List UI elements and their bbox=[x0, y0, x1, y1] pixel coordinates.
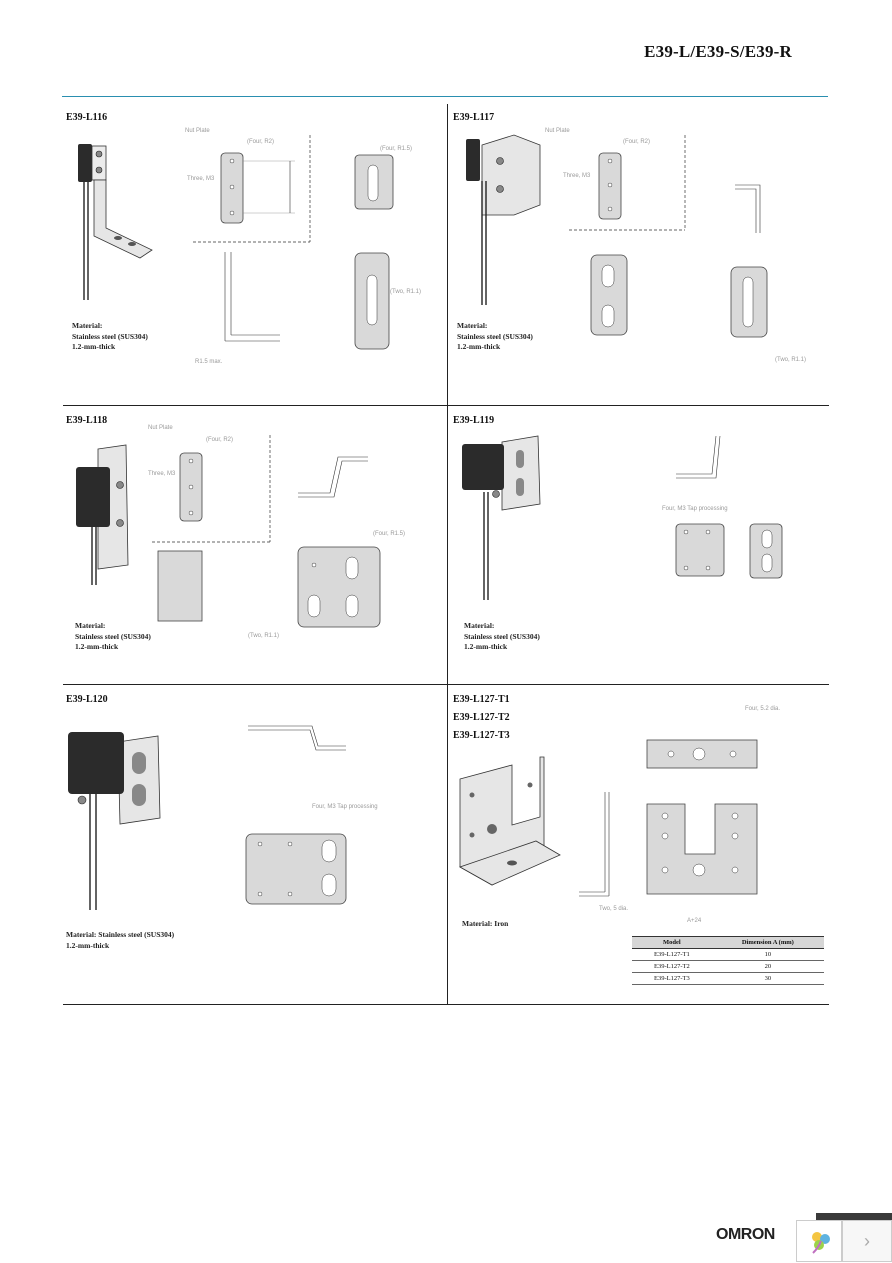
svg-text:(Four, R2): (Four, R2) bbox=[247, 139, 274, 145]
svg-text:Nut Plate: Nut Plate bbox=[185, 128, 210, 134]
svg-text:Four, M3 Tap processing: Four, M3 Tap processing bbox=[662, 506, 728, 512]
grid-divider-bottom bbox=[63, 1004, 829, 1005]
drawing-l118: Nut Plate (Four, R2) Three, M3 (Four, R1… bbox=[148, 425, 405, 639]
table-cell-dimension: 10 bbox=[711, 948, 824, 961]
drawing-l116: Nut Plate (Four, R2) Three, M3 (Four, R1… bbox=[185, 128, 421, 365]
svg-text:R1.5 max.: R1.5 max. bbox=[195, 359, 223, 365]
svg-text:Four, M3 Tap processing: Four, M3 Tap processing bbox=[312, 804, 378, 810]
app-icon-box[interactable] bbox=[796, 1220, 842, 1262]
header-rule bbox=[62, 96, 828, 97]
svg-text:(Two, R1.1): (Two, R1.1) bbox=[248, 633, 279, 639]
svg-text:(Two, R1.1): (Two, R1.1) bbox=[390, 289, 421, 295]
drawing-l119: Four, M3 Tap processing bbox=[662, 435, 783, 579]
table-cell-model: E39-L127-T2 bbox=[632, 960, 712, 973]
product-image-l119 bbox=[462, 435, 541, 600]
product-image-l116 bbox=[78, 144, 153, 300]
section-title-l119: E39-L119 bbox=[453, 415, 495, 426]
table-cell-model: E39-L127-T1 bbox=[632, 948, 712, 961]
omron-logo: OMRON bbox=[716, 1226, 775, 1243]
svg-text:(Four, R1.5): (Four, R1.5) bbox=[380, 146, 412, 152]
svg-text:Three, M3: Three, M3 bbox=[563, 173, 591, 179]
grid-divider-row1 bbox=[63, 405, 829, 406]
svg-text:Four, 5.2 dia.: Four, 5.2 dia. bbox=[745, 706, 780, 712]
material-l116: Material:Stainless steel (SUS304)1.2-mm-… bbox=[72, 321, 148, 351]
grid-divider-vertical bbox=[447, 104, 448, 1004]
table-header-row: Model Dimension A (mm) bbox=[632, 936, 824, 949]
section-title-l116: E39-L116 bbox=[66, 112, 108, 123]
svg-text:(Four, R2): (Four, R2) bbox=[206, 437, 233, 443]
table-header-dimension: Dimension A (mm) bbox=[711, 936, 824, 949]
product-image-l117 bbox=[466, 134, 541, 305]
svg-text:(Four, R2): (Four, R2) bbox=[623, 139, 650, 145]
svg-text:Nut Plate: Nut Plate bbox=[148, 425, 173, 431]
section-title-l117: E39-L117 bbox=[453, 112, 495, 123]
section-title-l127-t2: E39-L127-T2 bbox=[453, 712, 510, 723]
svg-text:Nut Plate: Nut Plate bbox=[545, 128, 570, 134]
material-l120: Material: Stainless steel (SUS304)1.2-mm… bbox=[66, 930, 175, 950]
section-title-l120: E39-L120 bbox=[66, 694, 108, 705]
next-page-button[interactable]: › bbox=[842, 1220, 892, 1262]
product-image-l127 bbox=[459, 756, 561, 886]
svg-text:Two, 5 dia.: Two, 5 dia. bbox=[599, 906, 628, 912]
material-l119: Material:Stainless steel (SUS304)1.2-mm-… bbox=[464, 621, 540, 651]
svg-text:(Four, R1.5): (Four, R1.5) bbox=[373, 531, 405, 537]
svg-text:Three, M3: Three, M3 bbox=[148, 471, 176, 477]
product-image-l118 bbox=[76, 444, 129, 585]
drawing-l117: Nut Plate (Four, R2) Three, M3 (Two, R1.… bbox=[545, 128, 806, 363]
section-title-l127-t1: E39-L127-T1 bbox=[453, 694, 510, 705]
svg-text:Three, M3: Three, M3 bbox=[187, 176, 215, 182]
product-image-l120 bbox=[68, 732, 161, 910]
table-cell-model: E39-L127-T3 bbox=[632, 972, 712, 985]
svg-text:(Two, R1.1): (Two, R1.1) bbox=[775, 357, 806, 363]
material-l117: Material:Stainless steel (SUS304)1.2-mm-… bbox=[457, 321, 533, 351]
page-header-title: E39-L/E39-S/E39-R bbox=[644, 42, 792, 61]
drawing-l120: Four, M3 Tap processing bbox=[245, 725, 378, 905]
drawing-l127: Two, 5 dia. Four, 5.2 dia. A+24 bbox=[579, 706, 780, 924]
material-l118: Material:Stainless steel (SUS304)1.2-mm-… bbox=[75, 621, 151, 651]
material-l127: Material: Iron bbox=[462, 919, 509, 928]
section-title-l127-t3: E39-L127-T3 bbox=[453, 730, 510, 741]
table-header-model: Model bbox=[632, 936, 712, 949]
table-cell-dimension: 30 bbox=[711, 972, 824, 985]
flower-icon bbox=[812, 1232, 830, 1254]
footer-bar bbox=[816, 1213, 892, 1221]
section-title-l118: E39-L118 bbox=[66, 415, 108, 426]
table-cell-dimension: 20 bbox=[711, 960, 824, 973]
svg-text:A+24: A+24 bbox=[687, 918, 702, 924]
grid-divider-row2 bbox=[63, 684, 829, 685]
